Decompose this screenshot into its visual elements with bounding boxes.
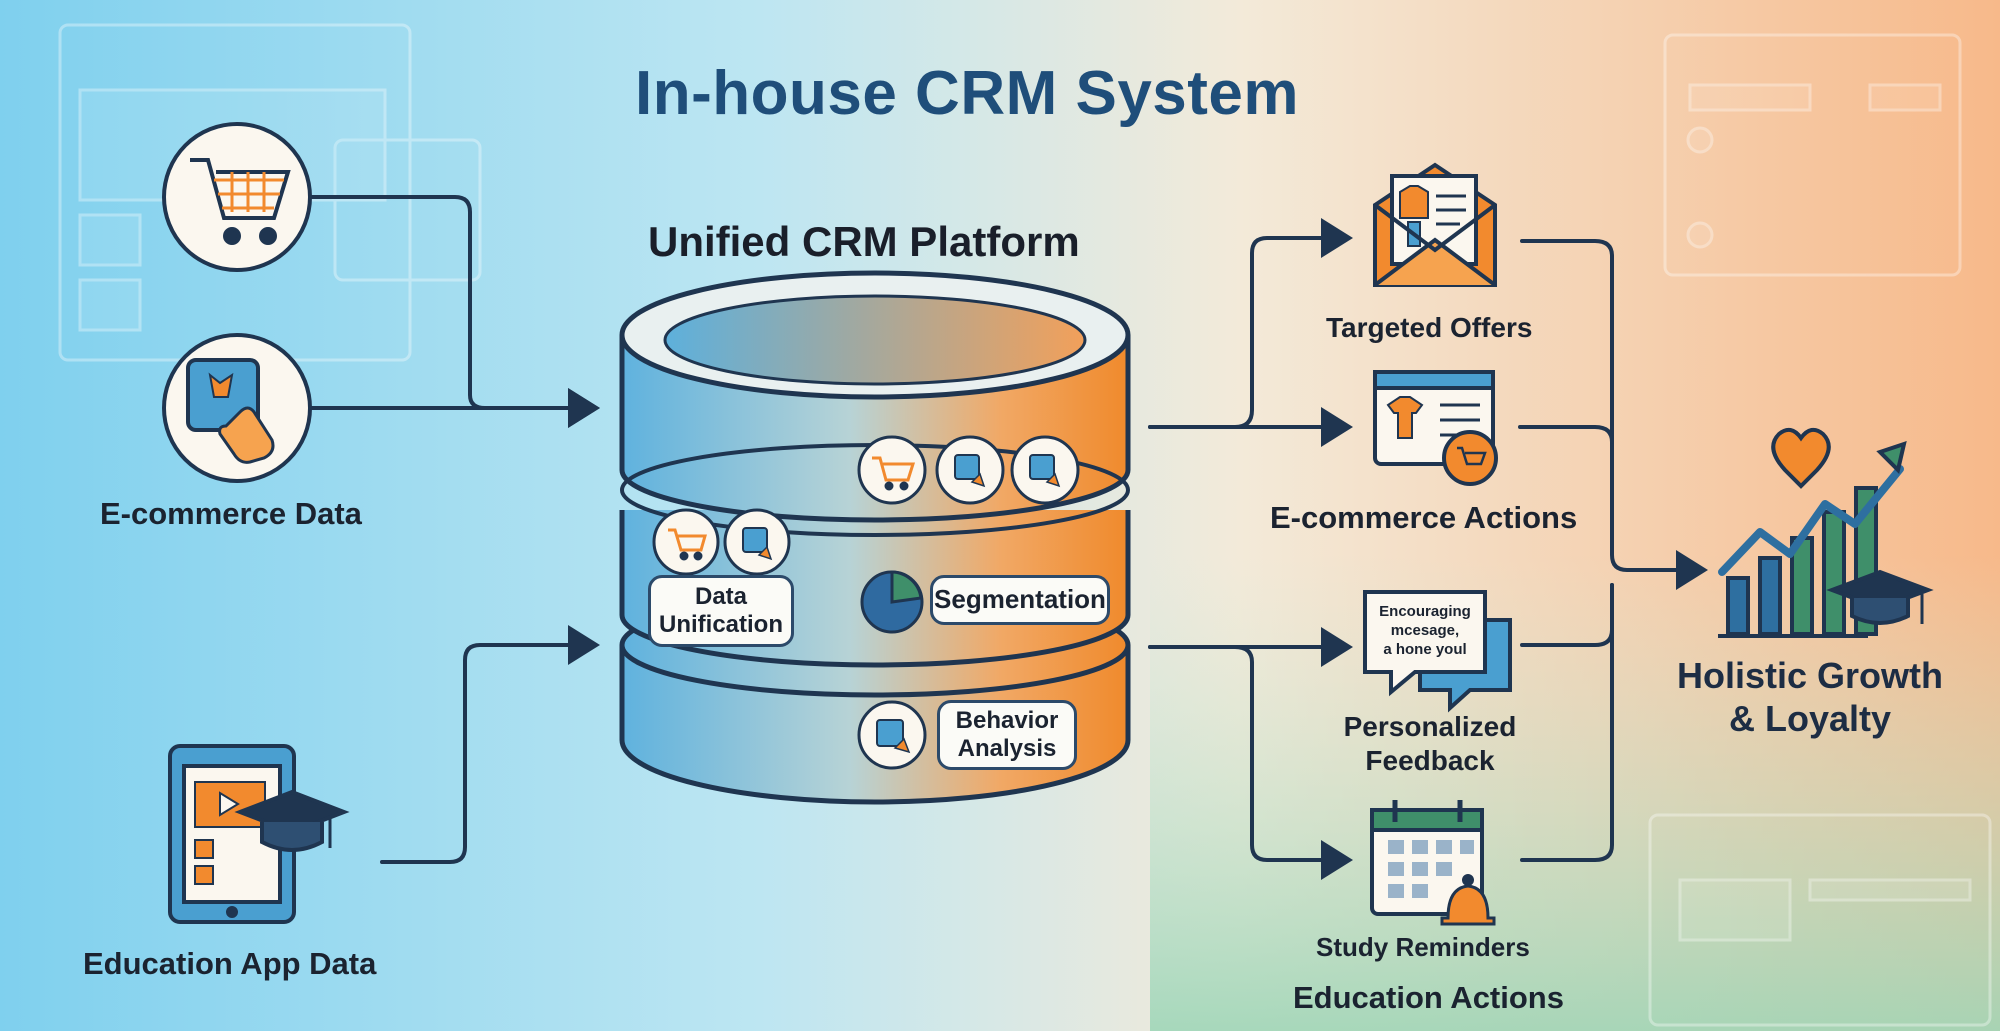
feedback-bubble-line2: mcesage, [1390, 621, 1460, 639]
education-actions-label: Education Actions [1293, 980, 1564, 1015]
chat-bubble-icon [1363, 590, 1512, 713]
feedback-bubble-text: Encouraging mcesage, a hone youl [1367, 603, 1483, 659]
outcome-label: Holistic Growth & Loyalty [1660, 654, 1960, 740]
behavior-analysis-label: Behavior Analysis [937, 700, 1077, 770]
outcome-line1: Holistic Growth [1676, 655, 1943, 696]
connector-to-study-reminders [1148, 645, 1353, 880]
calendar-bell-icon [1370, 800, 1496, 926]
segmentation-label: Segmentation [930, 575, 1110, 625]
ecommerce-data-label: E-commerce Data [100, 496, 362, 531]
webpage-shop-icon [1373, 370, 1498, 486]
data-unification-line2: Unification [659, 611, 783, 638]
shopping-cart-icon [162, 122, 312, 272]
personalized-feedback-label: Personalized Feedback [1335, 710, 1525, 777]
feedback-bubble-line3: a hone youl [1383, 640, 1467, 658]
behavior-analysis-line2: Analysis [957, 735, 1057, 762]
background-window-mockups [58, 23, 1992, 1027]
data-unification-line1: Data [694, 583, 748, 611]
data-unification-label: Data Unification [648, 575, 794, 647]
page-title: In-house CRM System [635, 59, 1300, 128]
study-reminders-label: Study Reminders [1316, 932, 1530, 962]
connector-cart-to-platform [310, 195, 600, 428]
ecommerce-actions-label: E-commerce Actions [1270, 500, 1578, 535]
personalized-feedback-line2: Feedback [1365, 744, 1495, 776]
education-app-data-label: Education App Data [83, 946, 377, 981]
tap-screen-icon [162, 333, 312, 483]
behavior-tap-icon [857, 700, 927, 770]
growth-chart-heart-icon [1718, 427, 1934, 638]
outcome-line2: & Loyalty [1728, 698, 1892, 740]
connector-offers-to-outcome [1520, 239, 1708, 590]
targeted-offers-label: Targeted Offers [1326, 312, 1533, 343]
platform-title: Unified CRM Platform [648, 218, 1080, 265]
feedback-bubble-line1: Encouraging [1379, 603, 1471, 620]
envelope-offer-icon [1373, 162, 1497, 287]
personalized-feedback-line1: Personalized [1343, 711, 1517, 742]
cylinder-cart-icon [857, 435, 927, 505]
cylinder-top-icons [857, 435, 1080, 505]
connector-to-targeted-offers [1148, 218, 1353, 429]
unification-icons [652, 508, 791, 576]
tablet-video-graduation-icon [168, 744, 350, 924]
pie-chart-icon [860, 570, 924, 634]
connector-education-to-platform [380, 625, 600, 864]
behavior-analysis-line1: Behavior [955, 707, 1059, 735]
